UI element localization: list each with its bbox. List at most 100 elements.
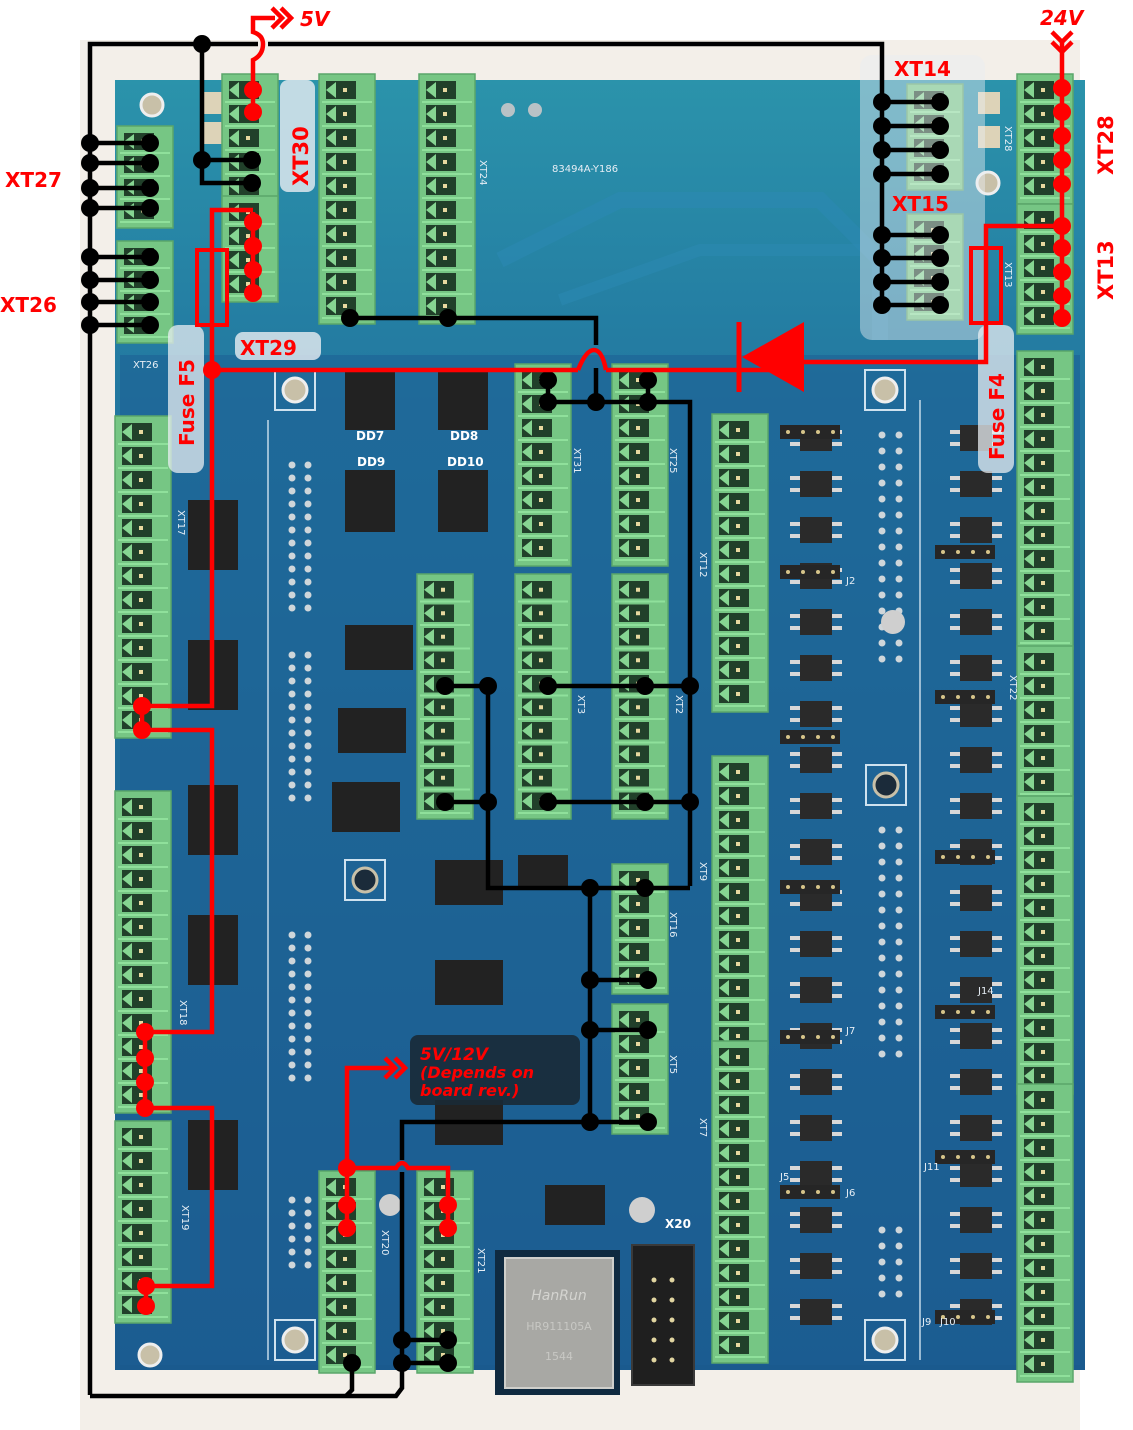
header-pin xyxy=(304,931,312,939)
header-pin xyxy=(304,944,312,952)
silk-j6: J6 xyxy=(845,1188,855,1199)
header-pin xyxy=(878,1018,886,1026)
header-pin xyxy=(304,755,312,763)
power-junction-dot xyxy=(338,1219,356,1237)
header-pin xyxy=(304,729,312,737)
header-pin xyxy=(304,1061,312,1069)
ground-junction-dot xyxy=(931,249,949,267)
ground-junction-dot xyxy=(681,677,699,695)
terminal-xt23 xyxy=(318,73,376,325)
header-pin xyxy=(288,944,296,952)
mounting-hole xyxy=(139,92,165,118)
header-pin xyxy=(895,1242,903,1250)
header-pin xyxy=(304,1261,312,1269)
header-pin xyxy=(895,527,903,535)
header-pin xyxy=(304,461,312,469)
power-junction-dot xyxy=(439,1219,457,1237)
ground-junction-dot xyxy=(539,793,557,811)
header-pin xyxy=(288,591,296,599)
label-xt26: XT26 xyxy=(0,293,57,317)
x20-header xyxy=(631,1244,695,1386)
optocoupler xyxy=(960,1253,992,1279)
ground-junction-dot xyxy=(141,154,159,172)
header-pin xyxy=(288,1061,296,1069)
ground-junction-dot xyxy=(639,1113,657,1131)
header-pin xyxy=(288,539,296,547)
jumper-header xyxy=(935,690,995,704)
power-junction-dot xyxy=(1053,79,1071,97)
ic-chips xyxy=(188,368,1002,1325)
ground-junction-dot xyxy=(81,154,99,172)
x20-pin xyxy=(669,1317,675,1323)
label-fuse-f4: Fuse F4 xyxy=(985,373,1009,460)
header-pin xyxy=(878,1002,886,1010)
label-xt13: XT13 xyxy=(1094,240,1118,300)
silk-j9: J9 xyxy=(921,1317,931,1328)
optocoupler xyxy=(960,977,992,1003)
optocoupler xyxy=(800,1253,832,1279)
header-pin xyxy=(895,495,903,503)
header-pin xyxy=(878,655,886,663)
fuse-f4-outline xyxy=(969,246,1003,325)
terminal-xt24 xyxy=(418,73,476,325)
terminal-xt15 xyxy=(906,213,964,321)
header-pin xyxy=(895,479,903,487)
ground-junction-dot xyxy=(479,677,497,695)
header-pin xyxy=(304,604,312,612)
terminal-xt5 xyxy=(611,1003,669,1135)
ground-junction-dot xyxy=(581,879,599,897)
x20-pin xyxy=(669,1357,675,1363)
header-pin xyxy=(304,1222,312,1230)
header-pin xyxy=(878,639,886,647)
ground-junction-dot xyxy=(639,1021,657,1039)
header-pin xyxy=(878,431,886,439)
power-junction-dot xyxy=(1053,217,1071,235)
power-junction-dot xyxy=(244,103,262,121)
header-pin xyxy=(895,922,903,930)
screw xyxy=(501,103,515,117)
header-pin xyxy=(895,874,903,882)
x20-pin xyxy=(651,1297,657,1303)
header-pin xyxy=(288,931,296,939)
header-pin xyxy=(304,970,312,978)
optocoupler xyxy=(960,747,992,773)
xt29-label-background xyxy=(235,332,321,360)
ground-taps-xt27 xyxy=(90,140,150,211)
mounting-hole xyxy=(864,1319,906,1361)
ground-wire-xt31-xt25 xyxy=(545,380,693,886)
header-pin xyxy=(895,938,903,946)
jumper-header xyxy=(935,1310,995,1324)
header-pin xyxy=(288,1035,296,1043)
silk-j11: J11 xyxy=(923,1162,940,1173)
fuse-f5-label-background xyxy=(168,325,204,473)
header-pin xyxy=(288,729,296,737)
ground-junction-dot xyxy=(81,199,99,217)
silk-xt19: XT19 xyxy=(179,1205,190,1231)
header-pin xyxy=(288,1196,296,1204)
terminal-xt7 xyxy=(711,1040,769,1364)
x20-pin xyxy=(669,1337,675,1343)
label-xt14: XT14 xyxy=(894,57,951,81)
ground-junction-dot xyxy=(931,165,949,183)
ground-taps-xt16-xt5 xyxy=(590,977,648,1125)
chip-label-dd7: DD7 xyxy=(356,429,384,443)
optocoupler xyxy=(960,1069,992,1095)
optocoupler xyxy=(960,793,992,819)
chip xyxy=(338,708,406,753)
power-junction-dot xyxy=(1053,127,1071,145)
power-junction-dot xyxy=(338,1159,356,1177)
capacitor xyxy=(881,610,905,634)
ground-junction-dot xyxy=(141,248,159,266)
power-junction-dot xyxy=(136,1099,154,1117)
pad xyxy=(200,122,222,144)
ground-taps-xt26 xyxy=(90,254,150,328)
header-pin xyxy=(288,1248,296,1256)
silk-xt28: XT28 xyxy=(1002,126,1013,152)
header-pin xyxy=(895,543,903,551)
optocoupler xyxy=(960,1023,992,1049)
optocoupler xyxy=(800,793,832,819)
silk-xt24: XT24 xyxy=(477,160,488,186)
ethernet-date-text: 1544 xyxy=(545,1350,573,1363)
header-pin xyxy=(878,1226,886,1234)
